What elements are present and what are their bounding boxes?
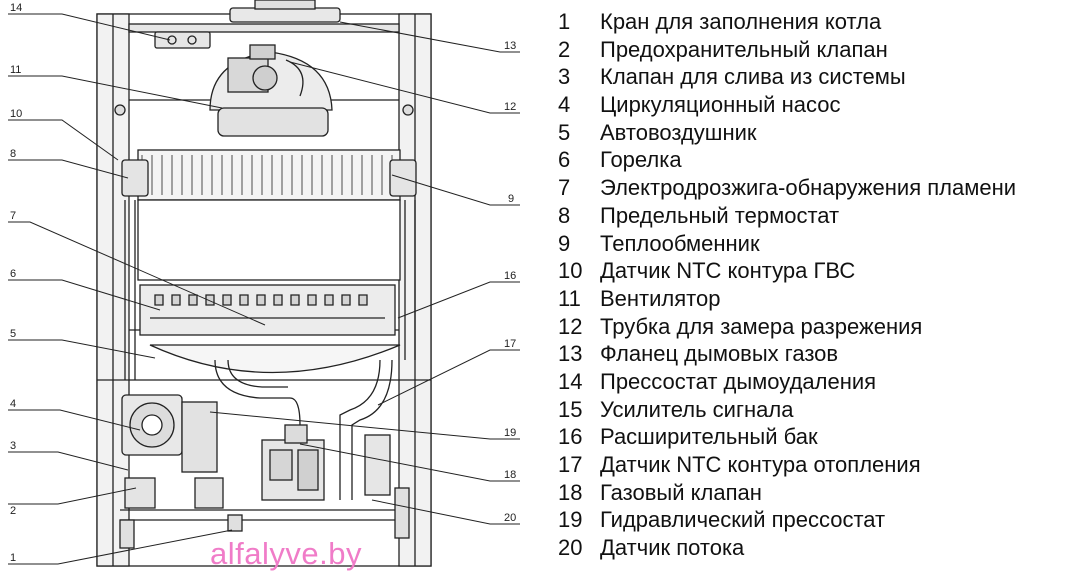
watermark: alfalyve.by: [210, 536, 362, 571]
legend-item: 17 Датчик NTC контура отопления: [558, 451, 1068, 479]
callout-11: 11: [10, 64, 21, 76]
hydraulic-pressure-switch: [284, 424, 308, 444]
legend-text: Предельный термостат: [600, 202, 840, 228]
burner: [139, 284, 396, 336]
pressure-switch: [154, 31, 211, 49]
callout-16: 16: [504, 270, 516, 282]
legend-number: 11: [558, 285, 581, 311]
legend-item: 18 Газовый клапан: [558, 479, 1068, 507]
legend-text: Усилитель сигнала: [600, 396, 794, 422]
legend-item: 20 Датчик потока: [558, 534, 1068, 562]
legend-number: 6: [558, 147, 571, 173]
legend-item: 5 Автовоздушник: [558, 119, 1068, 147]
legend-text: Автовоздушник: [600, 119, 757, 145]
callout-5: 5: [10, 328, 16, 340]
legend-number: 5: [558, 119, 571, 145]
callout-13: 13: [504, 40, 516, 52]
legend-text: Трубка для замера разрежения: [600, 313, 923, 339]
callout-7: 7: [10, 210, 16, 222]
legend-number: 12: [558, 313, 583, 339]
callout-12: 12: [504, 101, 516, 113]
legend-number: 2: [558, 36, 571, 62]
legend-number: 7: [558, 175, 571, 201]
legend-item: 13 Фланец дымовых газов: [558, 340, 1068, 368]
legend-text: Прессостат дымоудаления: [600, 368, 877, 394]
boiler-diagram: 14 11 10 8 7 6 5 4 3 2 1 13 12 9 16 17 1…: [8, 0, 520, 567]
callout-14: 14: [10, 2, 22, 14]
legend-item: 19 Гидравлический прессостат: [558, 506, 1068, 534]
flue-flange: [229, 0, 341, 23]
legend-text: Вентилятор: [600, 285, 721, 311]
legend-text: Датчик потока: [600, 535, 745, 561]
legend-item: 6 Горелка: [558, 146, 1068, 174]
legend-text: Теплообменник: [600, 230, 760, 256]
legend-number: 19: [558, 507, 583, 533]
flow-sensor: [364, 434, 391, 496]
legend-text: Клапан для слива из системы: [600, 64, 906, 90]
legend-item: 4 Циркуляционный насос: [558, 91, 1068, 119]
legend-number: 8: [558, 202, 571, 228]
legend-number: 10: [558, 258, 583, 284]
heat-exchanger: [121, 149, 417, 281]
legend-item: 2 Предохранительный клапан: [558, 36, 1068, 64]
legend-text: Предохранительный клапан: [600, 36, 888, 62]
expansion-tank: [149, 344, 401, 374]
callout-20: 20: [504, 512, 516, 524]
legend-text: Фланец дымовых газов: [600, 341, 839, 367]
legend-text: Электродрозжига-обнаружения пламени: [600, 175, 1017, 201]
legend-number: 13: [558, 341, 583, 367]
legend-number: 18: [558, 479, 583, 505]
legend-text: Кран для заполнения котла: [600, 9, 882, 34]
legend-number: 20: [558, 535, 583, 561]
callout-8: 8: [10, 148, 16, 160]
callout-6: 6: [10, 268, 16, 280]
gas-valve: [261, 439, 325, 501]
legend-number: 3: [558, 64, 571, 90]
legend-number: 17: [558, 452, 583, 477]
callout-10: 10: [10, 108, 22, 120]
callout-2: 2: [10, 505, 16, 517]
legend-item: 9 Теплообменник: [558, 230, 1068, 258]
legend-item: 1 Кран для заполнения котла: [558, 8, 1068, 36]
legend-text: Датчик NTC контура отопления: [600, 452, 921, 477]
callout-18: 18: [504, 469, 516, 481]
legend-item: 8 Предельный термостат: [558, 202, 1068, 230]
legend-number: 16: [558, 424, 583, 450]
circulation-pump: [121, 394, 218, 473]
legend-text: Гидравлический прессостат: [600, 507, 886, 533]
legend-item: 14 Прессостат дымоудаления: [558, 368, 1068, 396]
callout-19: 19: [504, 427, 516, 439]
callout-17: 17: [504, 338, 516, 350]
fan: [209, 44, 333, 137]
legend-number: 1: [558, 9, 571, 34]
legend-number: 15: [558, 396, 583, 422]
legend-text: Горелка: [600, 147, 682, 173]
legend-item: 10 Датчик NTC контура ГВС: [558, 257, 1068, 285]
legend-item: 12 Трубка для замера разрежения: [558, 313, 1068, 341]
legend-item: 7 Электродрозжига-обнаружения пламени: [558, 174, 1068, 202]
legend-item: 3 Клапан для слива из системы: [558, 63, 1068, 91]
legend-text: Газовый клапан: [600, 479, 762, 505]
legend-item: 11 Вентилятор: [558, 285, 1068, 313]
legend-item: 16 Расширительный бак: [558, 423, 1068, 451]
legend-number: 4: [558, 92, 571, 118]
callout-1: 1: [10, 552, 16, 564]
legend-number: 14: [558, 368, 583, 394]
legend-text: Датчик NTC контура ГВС: [600, 258, 856, 284]
legend-text: Циркуляционный насос: [600, 92, 841, 118]
legend-text: Расширительный бак: [600, 424, 818, 450]
legend-item: 15 Усилитель сигнала: [558, 396, 1068, 424]
callout-3: 3: [10, 440, 16, 452]
legend-number: 9: [558, 230, 571, 256]
parts-legend: 1 Кран для заполнения котла 2 Предохраните…: [558, 8, 1068, 562]
callout-4: 4: [10, 398, 16, 410]
callout-9: 9: [508, 193, 514, 205]
